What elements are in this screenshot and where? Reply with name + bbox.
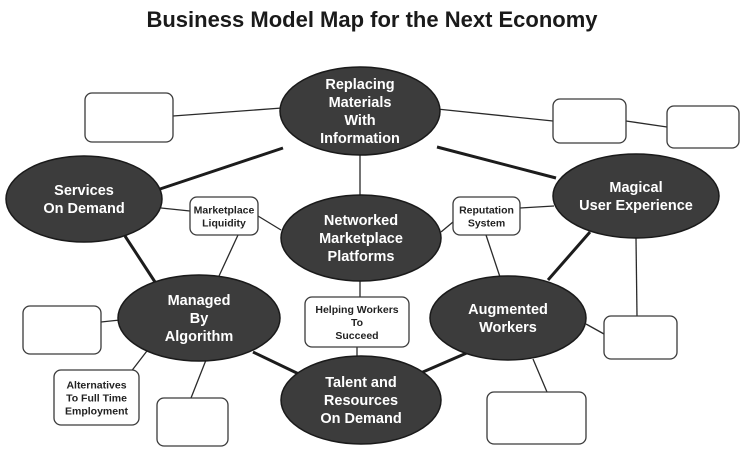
- ellipse-services-on-demand: Services On Demand: [5, 155, 163, 243]
- box-shape: [189, 196, 259, 236]
- box-shape: [156, 397, 229, 447]
- box-shape: [304, 296, 410, 348]
- box-empty-bottom-right: [486, 391, 587, 445]
- connector-line-thin: [519, 205, 555, 209]
- box-empty-right: [603, 315, 678, 360]
- box-label-line: Reputation: [459, 205, 514, 217]
- box-label-line: Employment: [65, 406, 129, 418]
- ellipse-shape: [280, 355, 442, 445]
- connector-line-thin: [625, 120, 668, 128]
- ellipse-shape: [552, 153, 720, 239]
- ellipse-label-line: On Demand: [320, 411, 401, 427]
- connector-line-thin: [160, 207, 191, 212]
- box-shape: [452, 196, 521, 236]
- connector-line-thick: [546, 231, 592, 281]
- connector-line-thick: [123, 235, 157, 283]
- ellipse-label-line: Networked: [324, 213, 398, 229]
- ellipse-label-line: Managed: [168, 293, 231, 309]
- ellipse-shape: [280, 194, 442, 282]
- ellipse-shape: [117, 274, 281, 362]
- ellipse-label-line: With: [344, 113, 375, 129]
- box-empty-mid-left: [22, 305, 102, 355]
- box-shape: [486, 391, 587, 445]
- connector-line-thin: [440, 221, 454, 233]
- connector-line-thin: [257, 215, 282, 231]
- ellipse-label-line: Workers: [479, 320, 537, 336]
- box-empty-bottom-left: [156, 397, 229, 447]
- ellipse-label-line: Magical: [609, 180, 662, 196]
- connector-line-thin: [436, 108, 554, 122]
- box-label-line: To Full Time: [66, 393, 127, 405]
- ellipse-shape: [5, 155, 163, 243]
- ellipse-label-line: Algorithm: [165, 329, 233, 345]
- ellipse-shape: [279, 66, 441, 156]
- box-shape: [552, 98, 627, 144]
- box-nodes: MarketplaceLiquidityReputationSystemHelp…: [22, 92, 740, 447]
- ellipse-label-line: Resources: [324, 393, 398, 409]
- box-label-line: Alternatives: [66, 380, 126, 392]
- connector-line-thick: [159, 146, 284, 191]
- box-label-line: Marketplace: [194, 205, 255, 217]
- box-shape: [603, 315, 678, 360]
- box-empty-top-left: [84, 92, 174, 143]
- ellipse-label-line: Replacing: [325, 77, 394, 93]
- connector-line-thin: [485, 234, 501, 278]
- connector-line-thin: [172, 107, 283, 117]
- box-empty-top-right-b: [666, 105, 740, 149]
- ellipse-label-line: User Experience: [579, 198, 693, 214]
- box-empty-top-right-a: [552, 98, 627, 144]
- connector-line-thin: [585, 323, 605, 335]
- connector-line-thick: [252, 350, 304, 378]
- box-shape: [22, 305, 102, 355]
- ellipse-shape: [429, 275, 587, 361]
- connector-line-thin: [218, 234, 239, 277]
- connector-line-thin: [532, 358, 548, 393]
- box-label-line: Liquidity: [202, 218, 246, 230]
- connector-lines: [100, 107, 668, 399]
- box-shape: [84, 92, 174, 143]
- box-label-line: Succeed: [335, 330, 378, 342]
- ellipse-label-line: Materials: [329, 95, 392, 111]
- ellipse-label-line: By: [190, 311, 209, 327]
- ellipse-label-line: Marketplace: [319, 231, 403, 247]
- ellipse-label-line: On Demand: [43, 201, 124, 217]
- connector-line-thick: [415, 350, 470, 377]
- box-shape: [53, 369, 140, 426]
- ellipse-label-line: Information: [320, 131, 400, 147]
- box-label-line: Helping Workers: [315, 304, 398, 316]
- connector-line-thick: [436, 145, 557, 180]
- ellipse-label-line: Platforms: [328, 249, 395, 265]
- ellipse-label-line: Talent and: [325, 375, 396, 391]
- diagram-title: Business Model Map for the Next Economy: [146, 7, 598, 32]
- connector-line-thin: [635, 237, 638, 317]
- box-label-line: To: [351, 317, 363, 329]
- box-label-line: System: [468, 218, 505, 230]
- ellipse-label-line: Services: [54, 183, 114, 199]
- ellipse-label-line: Augmented: [468, 302, 548, 318]
- box-shape: [666, 105, 740, 149]
- ellipse-nodes: ReplacingMaterialsWithInformationService…: [5, 66, 720, 445]
- connector-line-thin: [190, 359, 207, 399]
- connector-line-thin: [100, 319, 121, 323]
